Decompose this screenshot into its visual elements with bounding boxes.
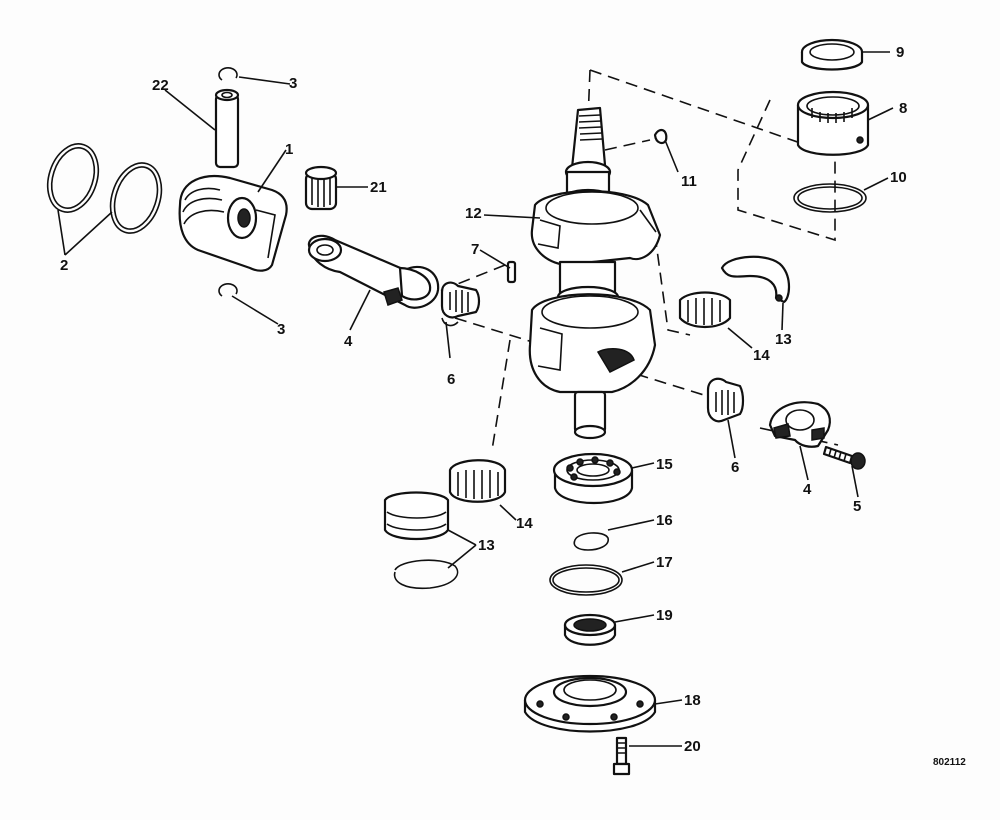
center-bearing-race-right <box>720 255 791 304</box>
crankshaft <box>528 106 662 440</box>
connecting-rod-cap <box>768 401 831 448</box>
callout-21: 21 <box>370 179 387 196</box>
retaining-rings <box>218 66 238 297</box>
piston <box>178 175 288 272</box>
callout-16: 16 <box>656 512 673 529</box>
callout-15: 15 <box>656 456 673 473</box>
wrist-pin-needle-bearing <box>304 165 338 211</box>
lower-ball-bearing <box>552 452 634 504</box>
wrist-pin <box>214 88 240 169</box>
lower-retaining-ring <box>573 532 609 551</box>
upper-main-bearing <box>796 90 870 156</box>
callout-7: 7 <box>471 241 480 258</box>
top-seal <box>800 38 864 71</box>
callout-6-left: 6 <box>447 371 456 388</box>
callout-22: 22 <box>152 77 169 94</box>
callout-3-upper: 3 <box>289 75 298 92</box>
callout-6-right: 6 <box>731 459 740 476</box>
rod-bearing-cages <box>440 281 745 423</box>
center-bearing-cage-right <box>678 291 732 329</box>
lower-oil-seal <box>563 613 617 646</box>
center-bearing-cage-left <box>448 459 507 503</box>
cap-screw <box>822 445 866 470</box>
callout-17: 17 <box>656 554 673 571</box>
figure-code: 802112 <box>933 757 966 768</box>
callout-4-rod: 4 <box>344 333 353 350</box>
callout-19: 19 <box>656 607 673 624</box>
callout-11: 11 <box>681 173 697 190</box>
center-bearing-retaining-ring <box>393 559 459 590</box>
callout-14-left: 14 <box>516 515 533 532</box>
leader-lines <box>57 51 894 747</box>
callout-18: 18 <box>684 692 701 709</box>
callout-8: 8 <box>899 100 908 117</box>
upper-o-ring <box>793 183 867 213</box>
connecting-rod <box>307 234 440 309</box>
locating-pin <box>506 260 517 284</box>
center-bearing-race-left <box>383 491 450 540</box>
lower-bearing-housing <box>523 674 657 733</box>
callout-13-right: 13 <box>775 331 792 348</box>
callout-14-right: 14 <box>753 347 770 364</box>
callout-13-left: 13 <box>478 537 495 554</box>
callout-1: 1 <box>285 141 294 158</box>
callout-20: 20 <box>684 738 701 755</box>
callout-10: 10 <box>890 169 907 186</box>
housing-screw <box>612 736 631 776</box>
callout-12: 12 <box>465 205 482 222</box>
lower-o-ring <box>549 564 623 596</box>
woodruff-key <box>653 128 668 145</box>
callout-5: 5 <box>853 498 862 515</box>
callout-4-cap: 4 <box>803 481 812 498</box>
callout-9: 9 <box>896 44 905 61</box>
callout-2: 2 <box>60 257 69 274</box>
callout-3-lower: 3 <box>277 321 286 338</box>
piston-rings <box>46 143 163 234</box>
